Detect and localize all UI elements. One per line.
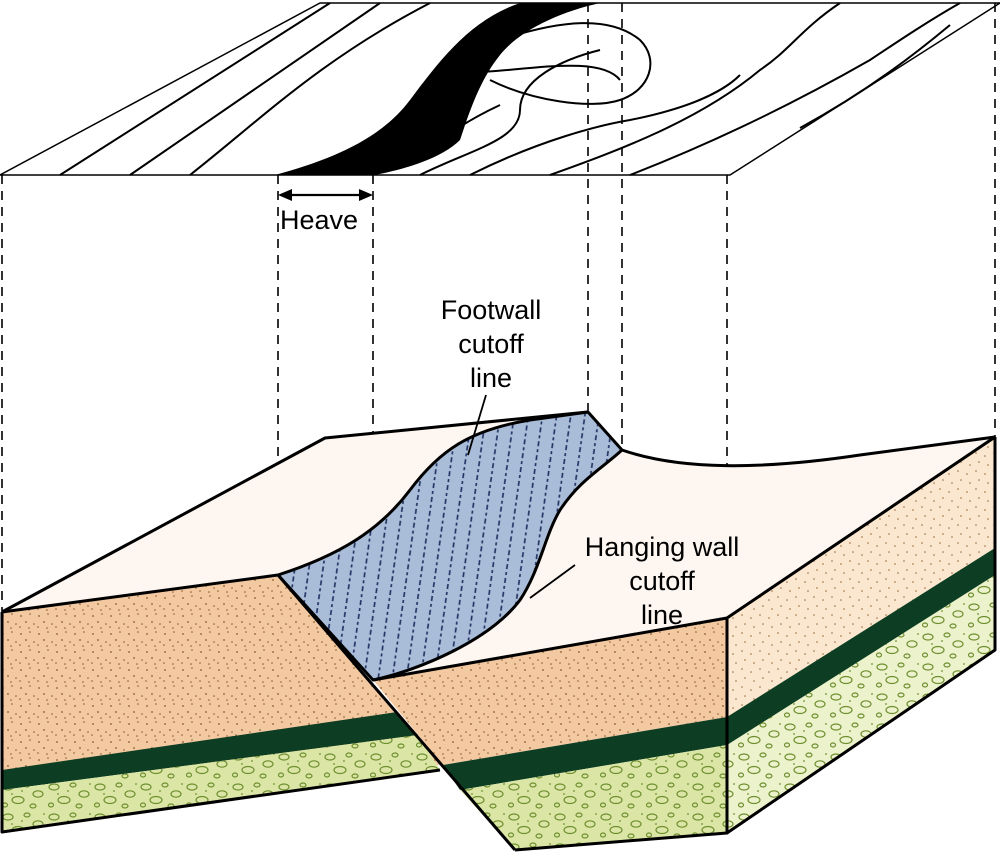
svg-text:Hanging wall: Hanging wall <box>585 532 740 562</box>
contour-line <box>549 2 841 176</box>
contour-line <box>469 74 741 176</box>
heave-indicator: Heave <box>278 189 373 235</box>
map-view-panel <box>0 2 1000 176</box>
contour-line <box>479 64 621 81</box>
block-diagram <box>0 410 997 852</box>
arrow-left-icon <box>278 189 292 201</box>
hanging-wall-cutoff-line <box>372 448 624 682</box>
footwall-leader-line <box>467 394 487 456</box>
hanging-wall-cutoff-label: Hanging wall cutoff line <box>585 532 740 630</box>
contour-line <box>454 104 501 131</box>
fault-trace-band <box>275 3 600 175</box>
footwall-cutoff-label: Footwall cutoff line <box>441 295 542 393</box>
svg-text:line: line <box>641 600 683 630</box>
coal-bed-hanging-wall <box>443 717 727 790</box>
footwall-cutoff-line <box>277 410 589 577</box>
contour-line <box>489 22 652 105</box>
contour-line <box>799 24 951 129</box>
arrow-right-icon <box>359 189 373 201</box>
svg-text:cutoff: cutoff <box>629 566 695 596</box>
contour-line <box>189 2 431 176</box>
contour-line <box>629 2 961 176</box>
svg-text:Footwall: Footwall <box>441 295 542 325</box>
svg-text:line: line <box>470 363 512 393</box>
contour-line <box>59 2 331 176</box>
fault-plane <box>278 412 622 680</box>
contour-line <box>419 49 601 176</box>
contour-line <box>129 2 381 176</box>
coal-bed-right-face <box>727 548 995 745</box>
svg-text:cutoff: cutoff <box>458 329 524 359</box>
hanging-wall-leader-line <box>529 564 576 599</box>
coal-bed-footwall <box>2 712 418 790</box>
heave-label: Heave <box>280 205 358 235</box>
